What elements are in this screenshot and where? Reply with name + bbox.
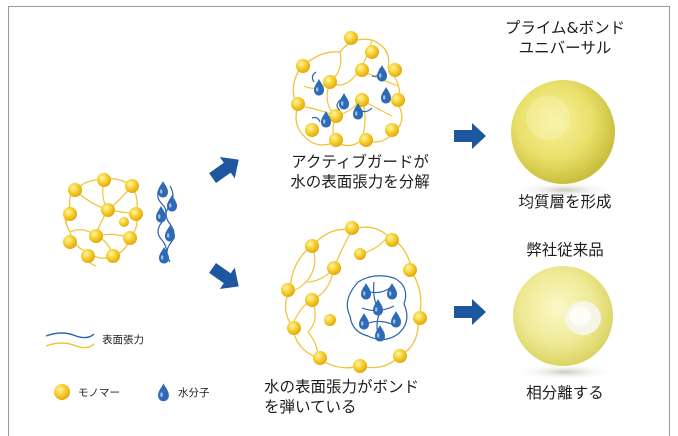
arrow-to-bottom-result [454, 299, 486, 325]
top-product-name-line1: プライム&ボンド [504, 19, 626, 37]
arrow-lower-diagonal [209, 263, 239, 289]
active-guard-caption-line2: 水の表面張力を分解 [290, 173, 430, 191]
initial-water-chain [156, 181, 177, 264]
bottom-product-name: 弊社従来品 [526, 241, 604, 259]
bottom-product-result: 相分離する [526, 384, 604, 402]
tension-caption-line2: を弾いている [264, 398, 357, 416]
diagram-frame [8, 6, 670, 436]
diagram-stage: アクティブガードが 水の表面張力を分解 水の表面張力がボンド を弾いている プラ… [8, 6, 670, 436]
legend-lines [45, 332, 95, 349]
legend-monomer-label: モノマー [78, 387, 120, 399]
active-guard-caption-line1: アクティブガードが [291, 153, 429, 171]
phase-separation-network [281, 221, 427, 373]
tension-caption: 水の表面張力がボンド を弾いている [264, 377, 454, 417]
arrow-to-top-result [454, 123, 486, 149]
tension-caption-line1: 水の表面張力がボンド [264, 378, 420, 396]
legend-monomer-icon [54, 384, 70, 400]
diagram-graphics [45, 31, 617, 402]
top-result-ball [511, 80, 617, 198]
active-guard-network [291, 31, 405, 147]
top-product-result: 均質層を形成 [518, 193, 612, 211]
legend-water-icon [158, 383, 169, 402]
top-product-name: プライム&ボンド ユニバーサル [498, 18, 632, 58]
active-guard-caption: アクティブガードが 水の表面張力を分解 [275, 152, 445, 192]
bottom-result-ball [513, 266, 615, 380]
arrow-upper-diagonal [209, 157, 239, 183]
top-product-name-line2: ユニバーサル [518, 39, 612, 57]
legend-surface-tension-label: 表面張力 [102, 334, 144, 346]
legend-water-label: 水分子 [178, 387, 210, 399]
initial-monomer-network [63, 173, 143, 267]
